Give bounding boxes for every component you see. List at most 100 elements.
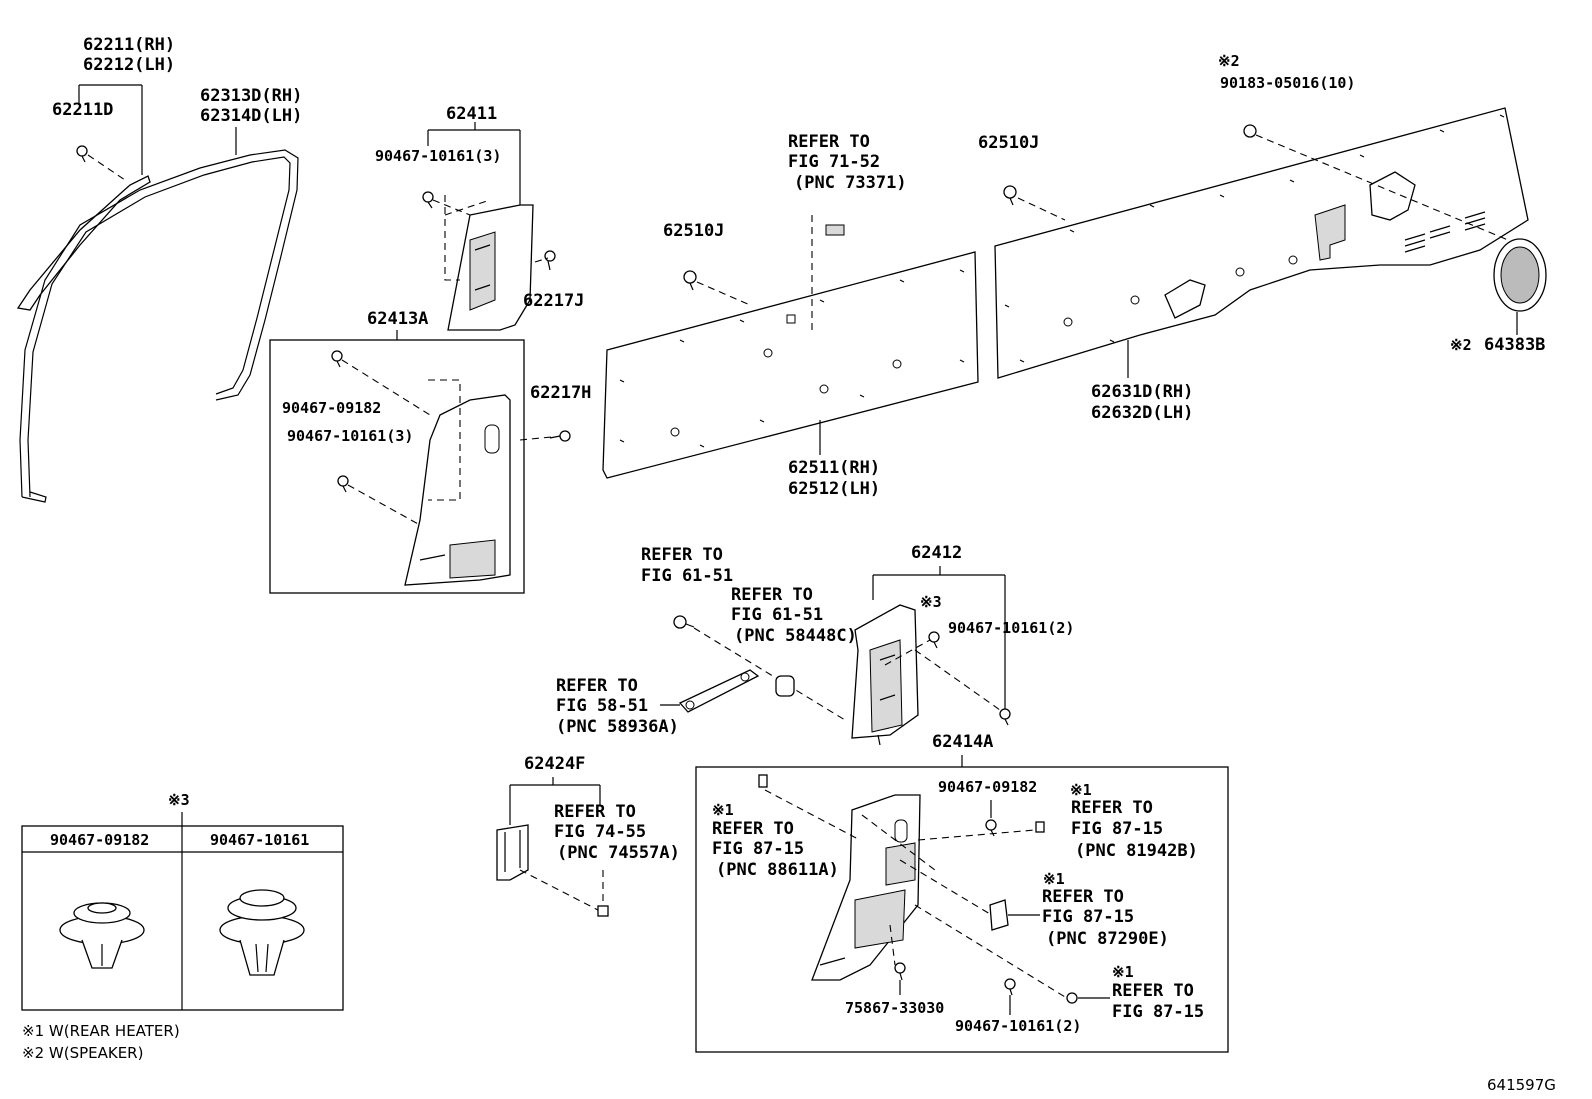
b-pillar-lower-trim <box>404 394 511 586</box>
refer-73371-l3: (PNC 73371) <box>794 173 907 193</box>
clip-icon <box>331 350 343 368</box>
a-pillar-garnish-62211 <box>16 175 151 311</box>
leader <box>509 777 601 825</box>
clip-90467-10161-icon <box>219 889 305 976</box>
callout-90467-09182-a: 90467-09182 <box>282 399 381 417</box>
c-pillar-trim-62412 <box>851 604 919 746</box>
refer-81942B-l2: FIG 87-15 <box>1071 819 1163 839</box>
clip-icon <box>76 145 88 163</box>
callout-90183: 90183-05016(10) <box>1220 74 1355 92</box>
plug-icon <box>597 905 609 917</box>
callout-62510J-a: 62510J <box>663 221 724 241</box>
callout-62411: 62411 <box>446 104 497 124</box>
bolt-icon <box>1066 992 1078 1004</box>
callout-62313D: 62313D(RH) <box>200 86 302 106</box>
bolt-icon <box>544 250 556 271</box>
detail-box-62414A <box>695 766 1229 1053</box>
callout-62511: 62511(RH) <box>788 458 880 478</box>
callout-62512: 62512(LH) <box>788 479 880 499</box>
refer-58936A-l1: REFER TO <box>556 676 638 696</box>
bolt-icon <box>673 615 695 629</box>
leader <box>696 281 751 306</box>
refer-87-15-l2: FIG 87-15 <box>1112 1002 1204 1022</box>
striker-bracket-icon <box>678 669 760 713</box>
callout-62414A: 62414A <box>932 732 993 752</box>
duct-connector-icon <box>989 899 1009 931</box>
refer-81942B-l3: (PNC 81942B) <box>1075 841 1198 861</box>
b-pillar-upper-trim <box>447 204 534 331</box>
callout-62632D: 62632D(LH) <box>1091 403 1193 423</box>
mark-1-b: ※1 <box>1070 781 1092 799</box>
refer-58936A-l3: (PNC 58936A) <box>556 717 679 737</box>
leader <box>78 84 143 175</box>
refer-58448C-l1: REFER TO <box>731 585 813 605</box>
callout-62211D: 62211D <box>52 100 113 120</box>
callout-62631D: 62631D(RH) <box>1091 382 1193 402</box>
refer-88611A-l3: (PNC 88611A) <box>716 860 839 880</box>
clip-90467-09182-icon <box>59 902 145 969</box>
callout-62424F: 62424F <box>524 754 585 774</box>
leader <box>87 154 126 181</box>
panel-clip-hole <box>786 314 796 324</box>
callout-64383B: 64383B <box>1484 335 1545 355</box>
legend-mark: ※3 <box>168 791 190 809</box>
refer-87290E-l2: FIG 87-15 <box>1042 907 1134 927</box>
refer-58448C-l3: (PNC 58448C) <box>734 626 857 646</box>
leader <box>519 869 604 911</box>
leader <box>693 627 846 721</box>
callout-90467-10161-2a: 90467-10161(2) <box>948 619 1074 637</box>
refer-87-15-l1: REFER TO <box>1112 981 1194 1001</box>
leader <box>764 789 1071 1001</box>
mark-3-a: ※3 <box>920 593 942 611</box>
callout-90467-10161-3b: 90467-10161(3) <box>287 427 413 445</box>
callout-62212: 62212(LH) <box>83 55 175 75</box>
callout-62412: 62412 <box>911 543 962 563</box>
mark-2-speaker: ※2 <box>1450 336 1472 354</box>
leader <box>432 195 549 281</box>
callout-62211: 62211(RH) <box>83 35 175 55</box>
refer-74557A-l2: FIG 74-55 <box>554 822 646 842</box>
callout-90467-09182-b: 90467-09182 <box>938 778 1037 796</box>
clip-icon <box>422 191 434 209</box>
legend-grid <box>22 812 343 1010</box>
nut-icon <box>1243 124 1257 138</box>
plug-icon <box>1035 821 1045 833</box>
detail-box-62413A <box>269 339 525 594</box>
bushing-icon <box>775 675 795 697</box>
clip-icon <box>928 631 940 649</box>
refer-87290E-l1: REFER TO <box>1042 887 1124 907</box>
refer-74557A-l1: REFER TO <box>554 802 636 822</box>
grommet-icon <box>825 224 845 236</box>
refer-88611A-l2: FIG 87-15 <box>712 839 804 859</box>
clip-icon <box>337 475 349 493</box>
leader <box>872 566 1006 710</box>
callout-62413A: 62413A <box>367 309 428 329</box>
callout-90467-10161-2b: 90467-10161(2) <box>955 1017 1081 1035</box>
mark-2-top: ※2 <box>1218 52 1240 70</box>
clip-icon <box>999 708 1011 726</box>
clip-icon <box>1003 185 1017 206</box>
door-opening-weatherstrip-62313D <box>19 149 299 503</box>
footnote-rear-heater: ※1 W(REAR HEATER) <box>22 1022 180 1040</box>
mark-1-d: ※1 <box>1112 963 1134 981</box>
callout-62314D: 62314D(LH) <box>200 106 302 126</box>
mark-1-a: ※1 <box>712 801 734 819</box>
leader <box>884 639 1001 711</box>
leader <box>1017 197 1066 221</box>
leader <box>427 122 521 215</box>
clip-icon <box>985 819 997 837</box>
speaker-grille-64383B <box>1493 238 1547 312</box>
mark-1-c: ※1 <box>1043 870 1065 888</box>
legend-col2: 90467-10161 <box>210 831 309 849</box>
bracket-62424F <box>496 824 529 881</box>
quarter-trim-panel-62511 <box>602 251 979 479</box>
screw-icon <box>894 962 906 981</box>
refer-73371-l2: FIG 71-52 <box>788 152 880 172</box>
refer-58448C-l2: FIG 61-51 <box>731 605 823 625</box>
deck-side-trim-62414A <box>811 794 921 981</box>
rear-quarter-trim-panel-62631D <box>994 107 1529 379</box>
refer-88611A-l1: REFER TO <box>712 819 794 839</box>
refer-74557A-l3: (PNC 74557A) <box>557 843 680 863</box>
